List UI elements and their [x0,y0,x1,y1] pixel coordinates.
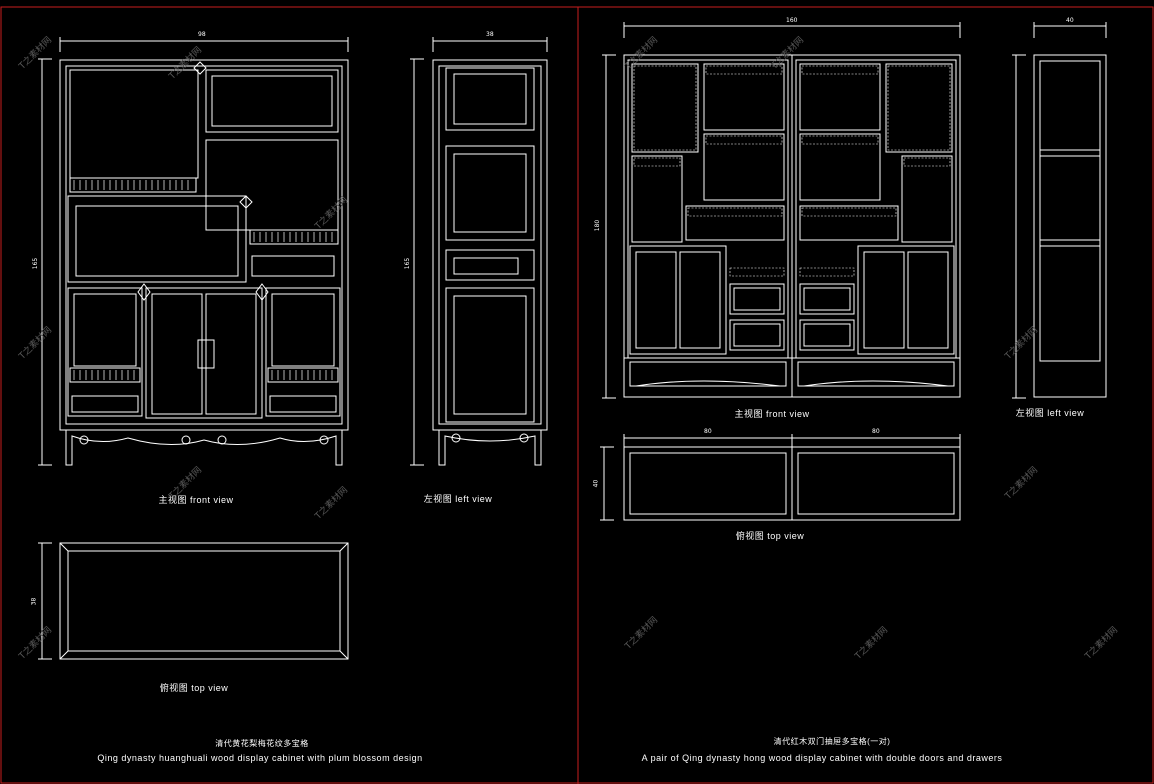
right-top-width-dim-1: 80 [704,428,712,435]
left-title-cn: 清代黄花梨梅花纹多宝格 [215,739,309,748]
right-side-width-dim: 40 [1066,17,1074,24]
right-top-depth-dim: 40 [592,479,600,488]
right-top-view [600,434,961,521]
right-title-en: A pair of Qing dynasty hong wood display… [641,753,1003,763]
left-front-width-dim: 98 [198,31,206,38]
left-side-height-dim: 165 [404,257,412,270]
left-front-height-dim: 165 [32,257,40,270]
left-title-en: Qing dynasty huanghuali wood display cab… [97,753,423,763]
left-top-view [38,542,349,660]
left-front-view-label: 主视图 front view [158,495,234,505]
left-front-view [38,37,349,466]
left-side-width-dim: 38 [486,31,494,38]
right-top-view-label: 俯视图 top view [735,531,805,541]
sheet-border [0,6,1154,784]
right-front-view [602,22,961,399]
left-top-view-label: 俯视图 top view [159,683,229,693]
right-front-width-dim: 160 [786,17,798,24]
left-side-view-label: 左视图 left view [423,494,493,504]
right-title-cn: 清代红木双门抽屉多宝格(一对) [773,737,891,746]
left-top-depth-dim: 38 [30,597,38,606]
right-front-view-label: 主视图 front view [734,409,810,419]
right-side-view [1012,22,1107,399]
left-front-lattice [73,180,333,380]
right-front-fretwork [633,65,951,277]
left-side-view [410,37,548,466]
right-side-view-label: 左视图 left view [1015,408,1085,418]
right-front-height-dim: 180 [594,219,602,232]
right-top-width-dim-2: 80 [872,428,880,435]
